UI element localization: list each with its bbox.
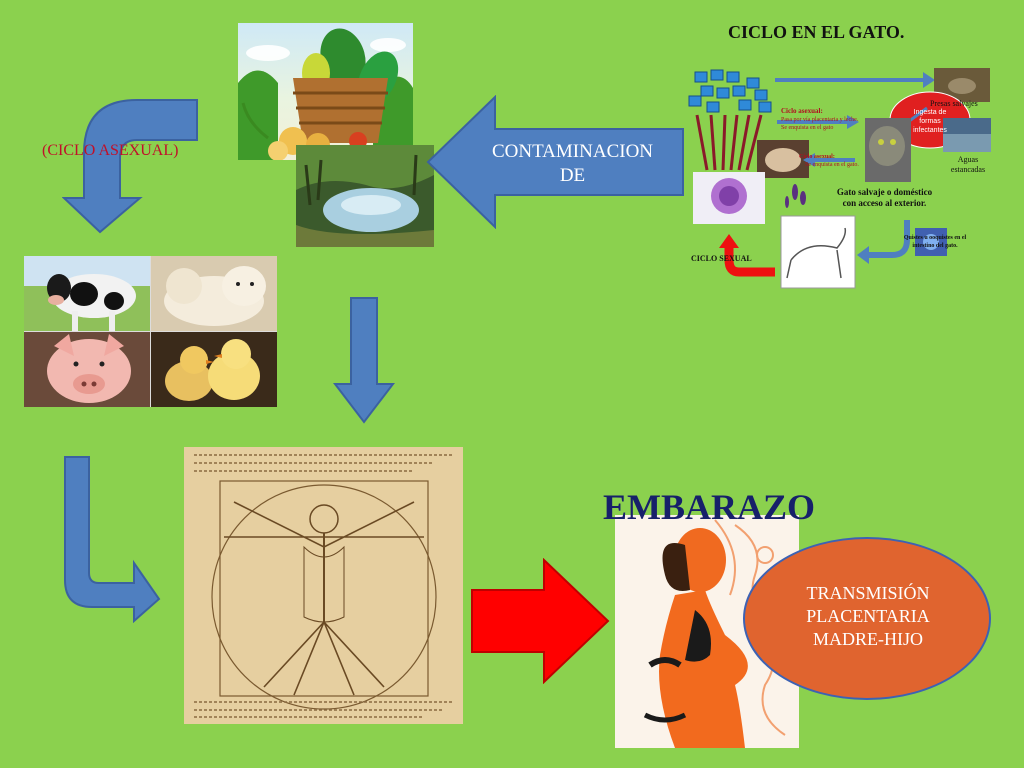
pond-image	[296, 145, 434, 247]
asexual-2-text: Se enquista en el gato.	[805, 162, 859, 168]
prey-label: Presas salvajes	[930, 99, 978, 108]
sexual-cycle-label: CICLO SEXUAL	[691, 254, 752, 263]
curved-arrow-down	[62, 98, 200, 234]
arrow-down	[333, 296, 395, 424]
cysts-label: Quistes u ooquistes en el intestino del …	[903, 235, 967, 249]
asexual-2-title: Ciclo asexual:	[799, 154, 835, 160]
cat-cycle-diagram	[687, 60, 997, 290]
cat-host-label: Gato salvaje o doméstico con acceso al e…	[836, 187, 933, 208]
vitruvian-man-image	[184, 447, 463, 724]
ingestion-label: Ingesta de formas infectantes	[913, 109, 947, 134]
pregnancy-title: EMBARAZO	[603, 487, 816, 527]
l-arrow-right	[62, 455, 162, 623]
vegetable-basket-image	[238, 23, 413, 160]
asexual-1-text: Pasa por vía placentaria y leche. Se enq…	[781, 117, 859, 131]
contamination-arrow	[425, 95, 687, 229]
farm-animals-image	[24, 256, 277, 407]
contamination-label: CONTAMINACION DE	[491, 141, 654, 186]
asexual-cycle-label: (CICLO ASEXUAL)	[42, 142, 179, 159]
transmission-oval	[743, 537, 991, 700]
asexual-1-title: Ciclo asexual:	[781, 107, 823, 115]
red-arrow-right	[470, 558, 610, 684]
transmission-label: TRANSMISIÓN PLACENTARIA MADRE-HIJO	[806, 583, 930, 649]
water-label: Aguas estancadas	[950, 155, 986, 174]
cat-cycle-title: CICLO EN EL GATO.	[728, 22, 905, 42]
